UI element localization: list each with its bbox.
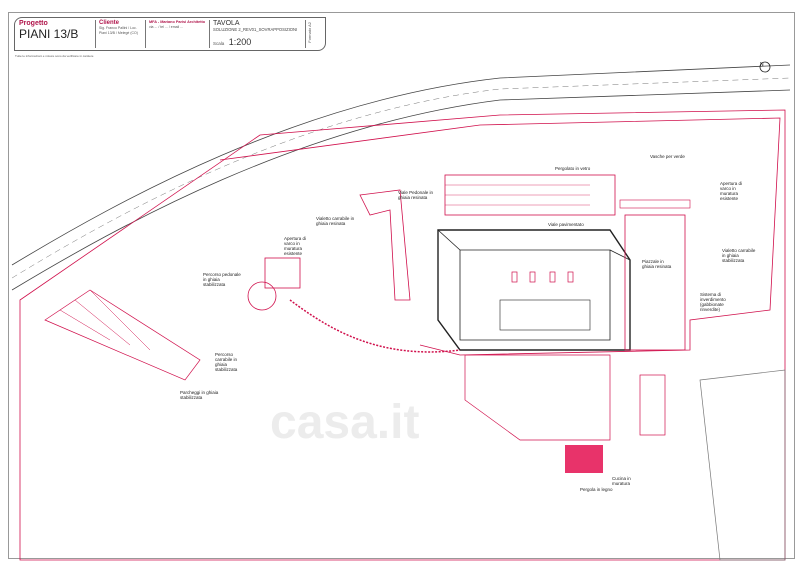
garden-boundary xyxy=(219,117,781,356)
planters xyxy=(619,199,691,209)
pedestrian-ramp xyxy=(359,189,411,301)
client-info: Sig. Franco Pallini / Loc. Piani 13/B / … xyxy=(99,26,138,35)
scale-label: Scala xyxy=(213,41,225,46)
road-edge xyxy=(11,89,791,291)
label: Viale Pedonale in ghiaia resinata xyxy=(398,190,433,200)
parking-area xyxy=(44,289,201,381)
client-cell: Cliente Sig. Franco Pallini / Loc. Piani… xyxy=(99,20,146,48)
label: Vasche per verde xyxy=(650,154,685,159)
sheet-name: SOLUZIONE 2_REV01_SOVRAPPOSIZIONI xyxy=(213,27,298,32)
project-cell: Progetto PIANI 13/B xyxy=(19,20,96,48)
road-centerline xyxy=(11,77,791,279)
label: Pergolato in vetro xyxy=(555,166,591,171)
label: Apertura di varco in muratura esistente xyxy=(284,236,307,256)
gravel-yard xyxy=(624,214,686,351)
sheet-note: Tutte le informazioni e misure sono da v… xyxy=(15,54,94,58)
architect-info: via ... / tel ... / email ... xyxy=(149,25,184,29)
drawing-sheet xyxy=(8,12,795,559)
pool xyxy=(264,257,301,289)
project-name: PIANI 13/B xyxy=(19,27,79,41)
wooden-pergola xyxy=(565,445,603,473)
label: Parcheggi in ghiaia stabilizzata xyxy=(180,390,219,400)
architect-cell: MFA - Mariano Parisi Architetto via ... … xyxy=(149,20,210,48)
interior-block xyxy=(499,299,591,331)
house-roof xyxy=(459,249,611,341)
architect-name: MFA - Mariano Parisi Architetto xyxy=(149,20,206,24)
label: Cucina in muratura xyxy=(612,476,631,486)
format: Formato A2 xyxy=(307,22,312,43)
north-arrow-icon xyxy=(759,61,771,73)
house-outline xyxy=(437,229,631,351)
client-label: Cliente xyxy=(99,20,120,26)
label: Sistema di inverdimento (gabbionate rinv… xyxy=(700,292,726,312)
neighbour-building xyxy=(699,369,786,561)
lower-terrace xyxy=(464,354,611,441)
road-edge xyxy=(11,64,791,266)
scale-value: 1:200 xyxy=(228,37,252,47)
watermark: casa.it xyxy=(270,396,420,449)
label: Percorso carrabile in ghiaia stabilizzat… xyxy=(215,352,238,372)
sheet-cell: TAVOLA SOLUZIONE 2_REV01_SOVRAPPOSIZIONI… xyxy=(213,20,306,48)
north-label: N xyxy=(760,62,764,68)
label: Piazzale in ghiaia resinata xyxy=(642,259,672,269)
label: Percorso pedonale in ghiaia stabilizzata xyxy=(203,272,241,287)
title-block: Progetto PIANI 13/B Cliente Sig. Franco … xyxy=(14,17,326,51)
label: Vialetto carrabile in ghiaia resinata xyxy=(316,216,355,226)
label: Pergola in legno xyxy=(580,487,613,492)
label: Vialetto carrabile in ghiaia stabilizzat… xyxy=(722,248,756,263)
round-feature xyxy=(247,281,277,311)
site-boundary xyxy=(19,109,786,561)
sheet-label: TAVOLA xyxy=(213,20,240,27)
stairs xyxy=(639,374,666,436)
project-label: Progetto xyxy=(19,20,48,27)
label: Apertura di varco in muratura esistente xyxy=(720,181,743,201)
label: Viale pavimentato xyxy=(548,222,584,227)
stepping-stone-path xyxy=(289,299,461,353)
